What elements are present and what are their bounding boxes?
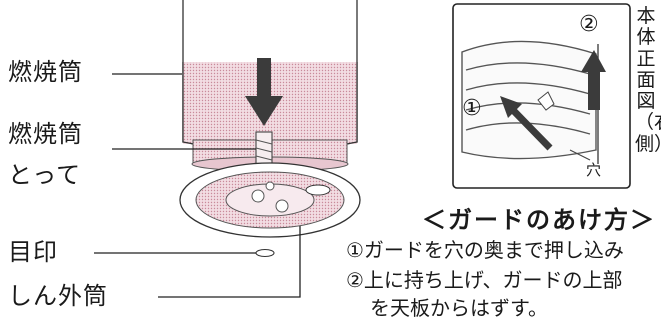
inset-step2-marker: ② bbox=[579, 12, 599, 37]
push-down-arrow bbox=[245, 58, 283, 126]
step-1: ①ガードを穴の奥まで押し込み bbox=[346, 238, 624, 262]
inset-step1-marker: ① bbox=[462, 96, 482, 121]
base-plate-drawing bbox=[179, 162, 361, 238]
inset-side-label: 本体正面図（右側） bbox=[635, 5, 661, 155]
step-2-continued: を天板からはずす。 bbox=[370, 296, 548, 320]
section-title: ＜ガードのあけ方＞ bbox=[422, 206, 656, 234]
outer-wick-tube-label: しん外筒 bbox=[8, 282, 108, 310]
inset-hole-label: 穴 bbox=[586, 161, 602, 179]
inset-front-view bbox=[452, 3, 631, 189]
combustion-tube-label: 燃焼筒 bbox=[8, 58, 83, 86]
mark-label: 目印 bbox=[8, 238, 58, 266]
step-2: ②上に持ち上げ、ガードの上部 bbox=[346, 268, 623, 292]
handle-label-line1: 燃焼筒 bbox=[8, 120, 83, 148]
leader-lines bbox=[94, 73, 301, 298]
mark-oval bbox=[255, 248, 275, 258]
handle-label-line2: とって bbox=[8, 161, 82, 189]
